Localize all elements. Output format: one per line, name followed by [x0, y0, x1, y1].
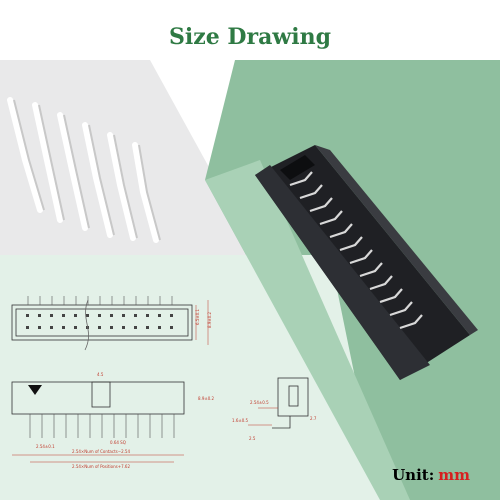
dim-height-1: 6.5±0.1: [195, 308, 200, 325]
connector-pins: [289, 171, 423, 330]
dim-side-4: 2.7: [310, 416, 317, 421]
grey-panel: [0, 60, 260, 260]
page-title: Size Drawing: [169, 24, 331, 50]
dim-side-3: 2.5: [249, 436, 256, 441]
dim-side-2: 1.6±0.5: [232, 418, 249, 423]
drawing-front-view: [11, 381, 185, 463]
dim-pin-width: 0.64 SQ: [110, 440, 126, 445]
close-up-pins: [7, 97, 159, 243]
close-up-pin-shadows: [13, 99, 161, 241]
dim-height-2: 8.9±0.2: [207, 311, 212, 328]
drawing-top-view: [11, 296, 209, 351]
dim-pin-pitch: 2.54±0.1: [36, 444, 55, 449]
dim-side-1: 2.54±0.5: [250, 400, 269, 405]
drawing-side-view: [248, 377, 309, 429]
dim-total-2: 2.54×Num of Positions+7.62: [72, 464, 130, 469]
unit-label: Unit:mm: [392, 466, 470, 484]
mint-shade: [205, 160, 410, 500]
dim-top-height: 8.9±0.2: [198, 396, 215, 401]
dim-key-width: 4.5: [97, 372, 104, 377]
dim-total-1: 2.54×Num of Contacts−2.54: [72, 449, 130, 454]
unit-value: mm: [438, 466, 470, 484]
unit-label-text: Unit:: [392, 466, 435, 484]
